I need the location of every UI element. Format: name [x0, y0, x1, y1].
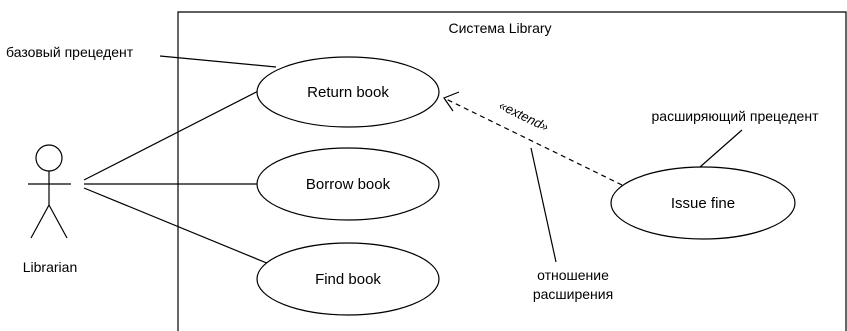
use-case-find-book — [256, 242, 440, 316]
use-case-issue-fine — [610, 166, 796, 240]
system-title: Система Library — [448, 20, 551, 36]
actor-label: Librarian — [23, 259, 77, 275]
association-return-book — [83, 83, 273, 181]
annotation-extend-relationship-line2: расширения — [533, 286, 613, 302]
system-boundary — [177, 11, 847, 331]
use-case-return-book — [256, 56, 440, 128]
actor-left-leg — [30, 204, 50, 239]
use-case-issue-fine-label: Issue fine — [671, 195, 735, 212]
use-case-borrow-book — [256, 147, 440, 221]
actor-librarian — [28, 144, 71, 239]
use-case-return-book-label: Return book — [307, 84, 389, 101]
use-case-find-book-label: Find book — [315, 271, 381, 288]
annotation-extend-relationship-line1: отношение — [537, 267, 609, 283]
annotation-base-use-case-leader — [159, 55, 277, 68]
annotation-extend-relationship-leader — [530, 147, 557, 263]
extend-dependency-line — [445, 98, 623, 186]
association-find-book — [83, 187, 275, 267]
extend-stereotype-label: «extend» — [497, 97, 552, 134]
annotation-extending-use-case-leader — [699, 129, 743, 168]
annotation-base-use-case: базовый прецедент — [6, 44, 134, 60]
actor-head — [35, 144, 63, 172]
actor-right-leg — [48, 204, 68, 239]
annotation-extending-use-case: расширяющий прецедент — [652, 108, 820, 124]
use-case-borrow-book-label: Borrow book — [306, 176, 391, 193]
extend-arrowhead — [443, 91, 460, 112]
